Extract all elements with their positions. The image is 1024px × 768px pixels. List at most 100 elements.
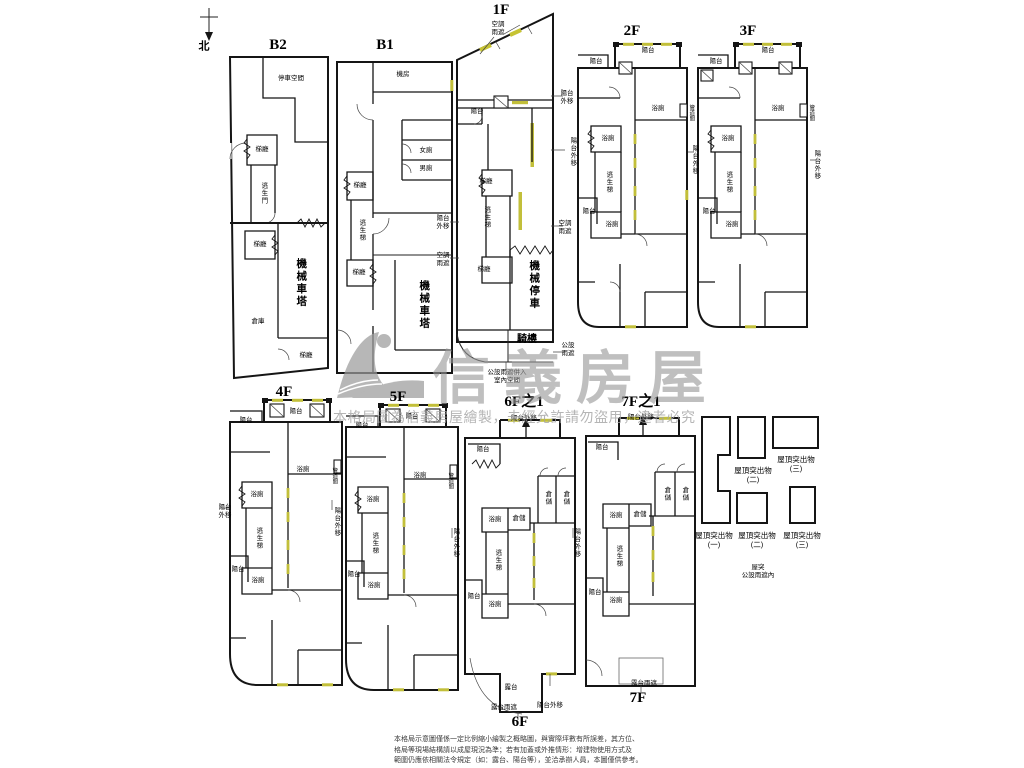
room-label: 露台 — [504, 684, 518, 692]
room-label: 陽台 — [702, 208, 716, 216]
room-label: 騎樓 — [517, 334, 537, 345]
room-label: 浴廁 — [651, 105, 665, 113]
annotation-label: 陽台外移 — [451, 528, 459, 558]
disclaimer-line: 本格局示意圖僅係一定比例縮小繪製之概略圖，與實際坪數有所誤差，其方位、 — [394, 736, 639, 743]
floorplan-7f1 — [585, 416, 696, 692]
room-label: 管道間 — [447, 472, 454, 490]
room-label: 逃生梯 — [254, 526, 262, 550]
room-label: 浴廁 — [251, 577, 265, 585]
room-label: 浴廁 — [609, 512, 623, 520]
room-label: 逃生門 — [259, 181, 267, 205]
title-1f: 1F — [492, 2, 510, 18]
room-label: 逃生梯 — [357, 218, 365, 242]
room-label: 陽台 — [595, 444, 609, 452]
title-6f1: 6F之1 — [504, 394, 544, 410]
north-label: 北 — [198, 40, 210, 53]
annotation-label: 露台雨遮 — [491, 704, 517, 712]
room-label: 陽台 — [231, 566, 245, 574]
title-6f: 6F — [511, 714, 529, 730]
room-label: 倉儲 — [633, 511, 647, 519]
sinyi-logo-icon — [337, 332, 424, 398]
annotation-label: 空調 雨遮 — [558, 220, 572, 235]
roof-label: 屋頂突出物 (二) — [738, 531, 776, 549]
title-7f1: 7F之1 — [621, 394, 661, 410]
floorplan-5f — [345, 403, 459, 692]
annotation-label: 陽台外移 — [537, 702, 563, 710]
room-label: 機械車塔 — [418, 280, 431, 330]
room-label: 逃生梯 — [370, 531, 378, 555]
title-b1: B1 — [376, 37, 394, 53]
room-label: 倉儲 — [543, 490, 551, 506]
room-label: 陽台 — [470, 108, 484, 116]
room-label: 浴廁 — [725, 221, 739, 229]
room-label: 梯廳 — [353, 182, 367, 190]
room-label: 逃生梯 — [604, 170, 612, 194]
room-label: 逃生梯 — [493, 548, 501, 572]
annotation-label: 陽台外移 — [511, 415, 537, 423]
room-label: 陽台 — [347, 571, 361, 579]
room-label: 倉儲 — [512, 515, 526, 523]
room-label: 浴廁 — [609, 597, 623, 605]
annotation-label: 陽台 外移 — [560, 90, 574, 105]
room-label: 梯廳 — [479, 178, 493, 186]
roof-note-label: 屋突 公設雨遮內 — [741, 564, 775, 579]
disclaimer-line: 範圍仍應依相關法令規定（如：露台、陽台等），並洽承辦人員，本圖僅供參考。 — [394, 757, 643, 764]
roof-label: 屋頂突出物 (三) — [783, 531, 821, 549]
room-label: 梯廳 — [477, 266, 491, 274]
room-label: 浴廁 — [250, 491, 264, 499]
room-label: 陽台 — [467, 593, 481, 601]
room-label: 機械車塔 — [295, 258, 308, 308]
roof-label: 屋頂突出物 (二) — [734, 466, 772, 484]
roof-label: 屋頂突出物 (一) — [695, 531, 733, 549]
room-label: 陽台 — [641, 47, 655, 55]
annotation-label: 空調 雨遮 — [491, 21, 505, 36]
room-label: 梯廳 — [299, 352, 313, 360]
north-arrow-icon — [200, 8, 218, 41]
room-label: 梯廳 — [253, 241, 267, 249]
room-label: 陽台 — [709, 58, 723, 66]
annotation-label: 公設 雨遮 — [561, 342, 575, 357]
room-label: 管道間 — [688, 104, 695, 122]
room-label: 陽台 — [589, 58, 603, 66]
title-3f: 3F — [739, 23, 757, 39]
room-label: 逃生梯 — [614, 544, 622, 568]
room-label: 浴廁 — [488, 516, 502, 524]
room-label: 浴廁 — [367, 582, 381, 590]
room-label: 浴廁 — [413, 472, 427, 480]
title-5f: 5F — [389, 389, 407, 405]
room-label: 浴廁 — [601, 135, 615, 143]
annotation-label: 露台雨遮 — [631, 680, 657, 688]
title-2f: 2F — [623, 23, 641, 39]
room-label: 倉儲 — [662, 486, 670, 502]
disclaimer-text: 本格局示意圖僅係一定比例縮小繪製之概略圖，與實際坪數有所誤差，其方位、 格局等現… — [394, 735, 646, 767]
annotation-label: 陽台外移 — [812, 150, 820, 180]
annotation-label: 陽台外移 — [628, 414, 654, 422]
title-4f: 4F — [275, 384, 293, 400]
annotation-label: 陽台外移 — [572, 528, 580, 558]
floorplan-1f — [456, 12, 565, 370]
room-label: 機房 — [396, 71, 410, 79]
annotation-label: 陽台外移 — [690, 145, 698, 175]
annotation-label: 陽台外移 — [332, 507, 340, 537]
room-label: 逃生梯 — [724, 170, 732, 194]
room-label: 陽台 — [355, 422, 369, 430]
roof-label: 屋頂突出物 (三) — [777, 455, 815, 473]
title-b2: B2 — [269, 37, 287, 53]
room-label: 管道間 — [331, 467, 338, 485]
room-label: 浴廁 — [771, 105, 785, 113]
room-label: 女廁 — [419, 147, 433, 155]
floorplan-b1 — [336, 61, 454, 374]
room-label: 管道間 — [808, 104, 815, 122]
room-label: 陽台 — [582, 208, 596, 216]
room-label: 浴廁 — [605, 221, 619, 229]
room-label: 倉庫 — [251, 318, 265, 326]
room-label: 梯廳 — [352, 269, 366, 277]
room-label: 機械停車 — [528, 260, 541, 310]
annotation-label: 陽台外移 — [568, 137, 576, 167]
title-7f: 7F — [629, 690, 647, 706]
room-label: 男廁 — [419, 165, 433, 173]
room-label: 倉儲 — [561, 490, 569, 506]
room-label: 陽台 — [761, 47, 775, 55]
